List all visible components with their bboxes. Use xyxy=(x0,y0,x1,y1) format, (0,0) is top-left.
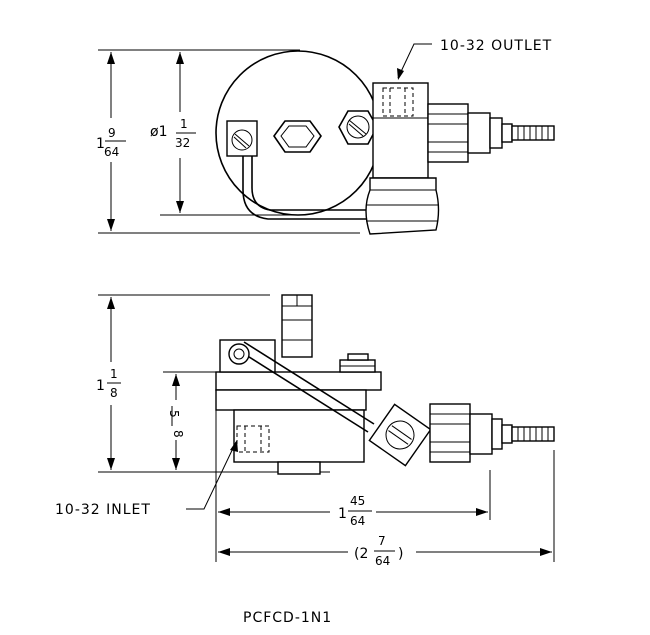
dim-top-height-den: 64 xyxy=(104,145,119,159)
dim-side-width xyxy=(218,508,488,516)
left-screw-block xyxy=(226,120,258,157)
side-tube xyxy=(237,349,369,433)
dim-side-height-num: 1 xyxy=(110,367,118,381)
dim-side-inner xyxy=(172,374,180,470)
side-coupling-nut xyxy=(429,403,471,463)
lower-fitting xyxy=(365,177,440,235)
sleeve xyxy=(467,112,491,154)
dim-top-height-whole: 1 xyxy=(96,136,105,152)
lower-body xyxy=(215,389,367,411)
collar xyxy=(489,117,503,149)
center-hex-nut xyxy=(273,120,322,153)
dim-side-height-den: 8 xyxy=(110,386,118,400)
side-probe xyxy=(511,426,555,442)
dim-side-width-den: 64 xyxy=(350,514,365,528)
left-screw-icon xyxy=(231,129,253,151)
stub xyxy=(501,123,513,143)
rotated-nut xyxy=(368,403,432,467)
dim-top-height-num: 9 xyxy=(108,126,116,140)
side-view: 1 1 8 5 8 xyxy=(55,294,555,568)
side-collar xyxy=(491,418,503,450)
probe xyxy=(511,125,555,141)
left-tube xyxy=(242,156,370,220)
outlet-block xyxy=(372,82,429,179)
dim-overall-open: (2 xyxy=(354,546,368,562)
tube-end-cap xyxy=(228,343,250,365)
dim-top-diameter-num: 1 xyxy=(180,117,188,131)
dim-side-height-whole: 1 xyxy=(96,378,105,394)
dim-overall-den: 64 xyxy=(375,554,390,568)
top-view: 1 9 64 ø1 1 32 xyxy=(96,38,555,235)
dim-side-width-whole: 1 xyxy=(338,506,347,522)
side-sleeve xyxy=(469,413,493,455)
dim-side-width-num: 45 xyxy=(350,494,365,508)
dim-top-height xyxy=(107,52,115,231)
part-number: PCFCD-1N1 xyxy=(243,610,332,626)
base-block xyxy=(233,409,365,463)
dim-top-diameter-den: 32 xyxy=(175,136,190,150)
dim-overall-width xyxy=(218,548,552,556)
dim-top-diameter xyxy=(176,52,184,213)
dim-side-height xyxy=(107,297,115,470)
right-hex-screw xyxy=(338,110,378,145)
base-foot xyxy=(277,461,321,475)
coupling-nut xyxy=(427,103,469,163)
dim-overall-close: ) xyxy=(398,546,403,562)
dim-side-inner-num: 5 xyxy=(167,410,181,418)
dim-side-inner-den: 8 xyxy=(171,430,185,438)
dim-overall-num: 7 xyxy=(378,534,386,548)
outlet-label: 10-32 OUTLET xyxy=(440,38,552,54)
side-stub xyxy=(501,424,513,444)
dim-top-diameter-prefix: ø1 xyxy=(150,124,167,140)
inlet-label: 10-32 INLET xyxy=(55,502,151,518)
